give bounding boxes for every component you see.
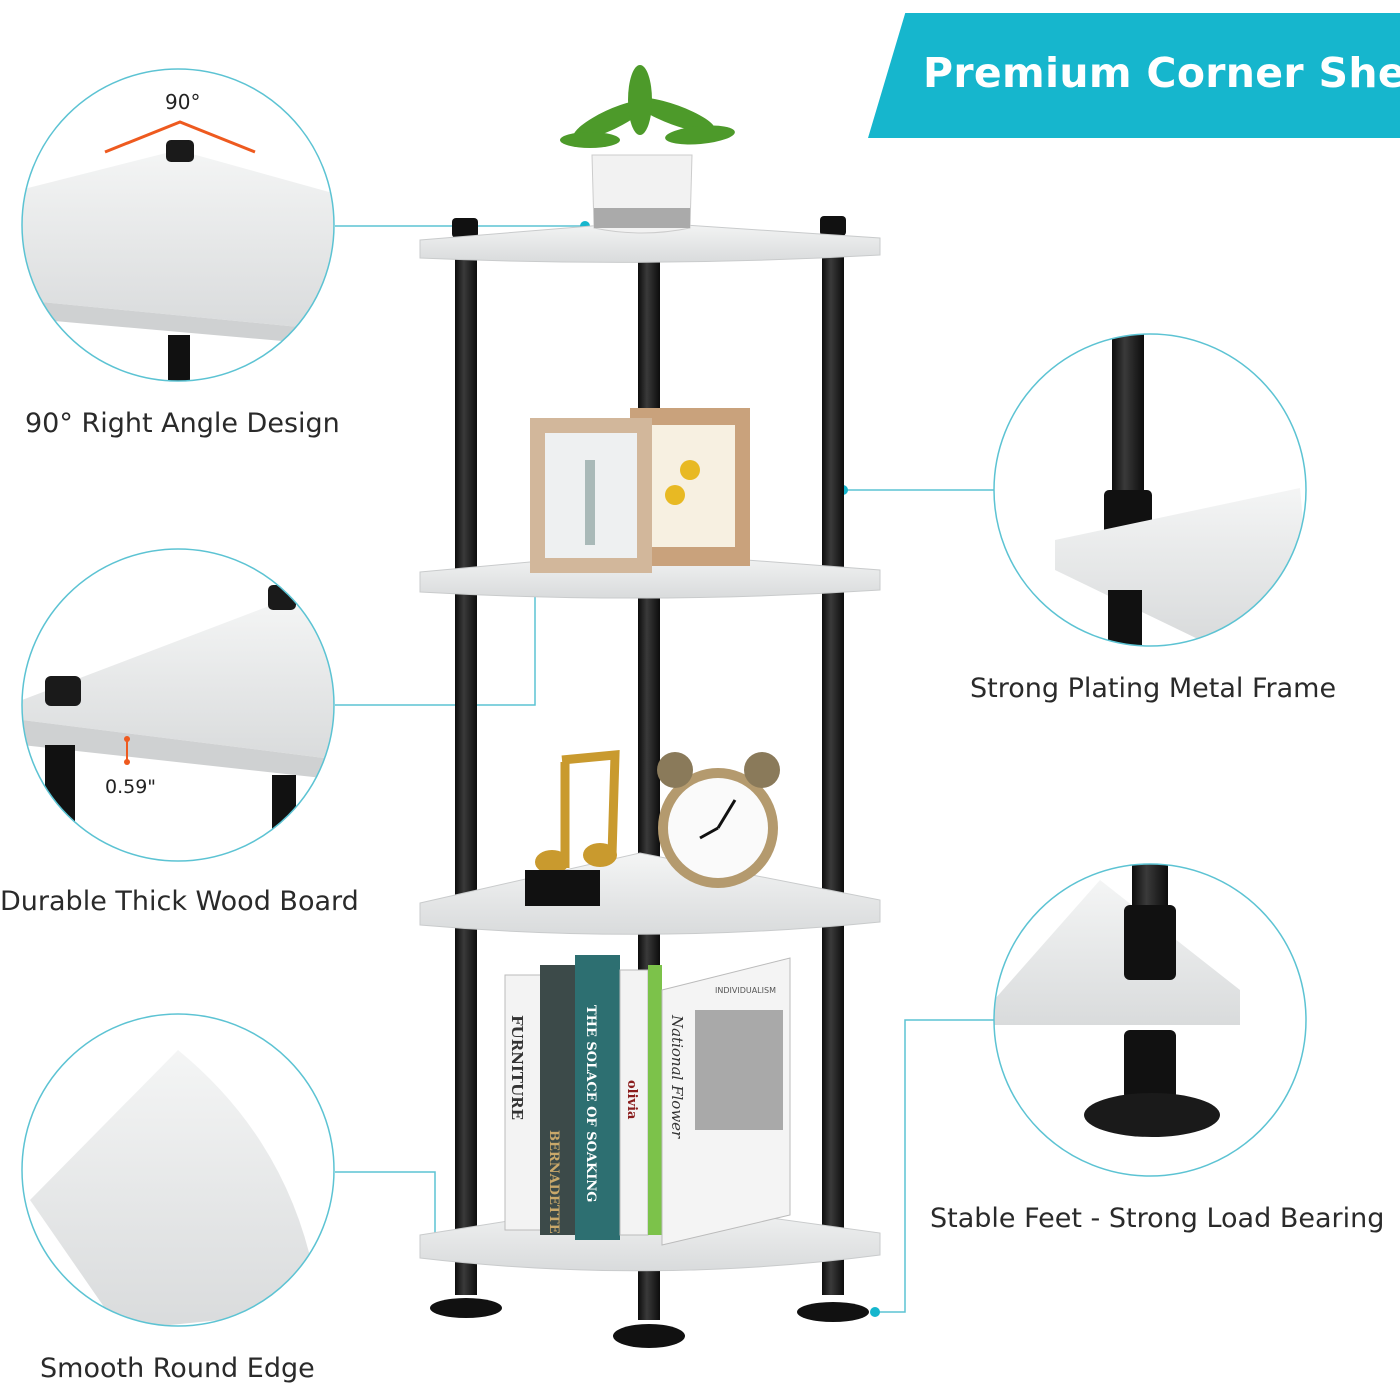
angle-annotation: 90° <box>165 90 201 114</box>
banner-title: Premium Corner Shelf <box>923 49 1400 97</box>
photo-frames <box>530 408 750 573</box>
feature-label-thick-board: Durable Thick Wood Board <box>0 886 359 917</box>
corner-shelf: FURNITURE BERNADETTE THE SOLACE OF SOAKI… <box>419 65 881 1348</box>
detail-circle-round-edge <box>21 1013 335 1327</box>
decor-clock-note <box>525 750 780 906</box>
feature-label-metal-frame: Strong Plating Metal Frame <box>970 673 1337 704</box>
book-title-olivia: olivia <box>624 1080 639 1120</box>
book-title-national-flower: National Flower <box>668 1014 686 1139</box>
callout-lines <box>335 225 995 1313</box>
detail-circle-feet <box>993 863 1307 1177</box>
book-title-individualism: INDIVIDUALISM <box>715 986 776 995</box>
book-title-solace: THE SOLACE OF SOAKING <box>583 1005 598 1202</box>
book-title-bernadette: BERNADETTE <box>546 1130 561 1234</box>
title-banner: Premium Corner Shelf <box>868 13 1400 138</box>
book-title-furniture: FURNITURE <box>508 1015 526 1120</box>
detail-circle-right-angle <box>21 68 335 382</box>
books: FURNITURE BERNADETTE THE SOLACE OF SOAKI… <box>504 955 791 1246</box>
plant-pot <box>560 65 735 234</box>
detail-circle-thick-board <box>21 548 335 862</box>
feature-label-round-edge: Smooth Round Edge <box>40 1353 315 1384</box>
feature-label-right-angle: 90° Right Angle Design <box>25 408 340 439</box>
feature-label-stable-feet: Stable Feet - Strong Load Bearing <box>930 1203 1385 1234</box>
thickness-annotation: 0.59" <box>105 776 157 798</box>
detail-circle-metal-frame <box>993 333 1307 647</box>
